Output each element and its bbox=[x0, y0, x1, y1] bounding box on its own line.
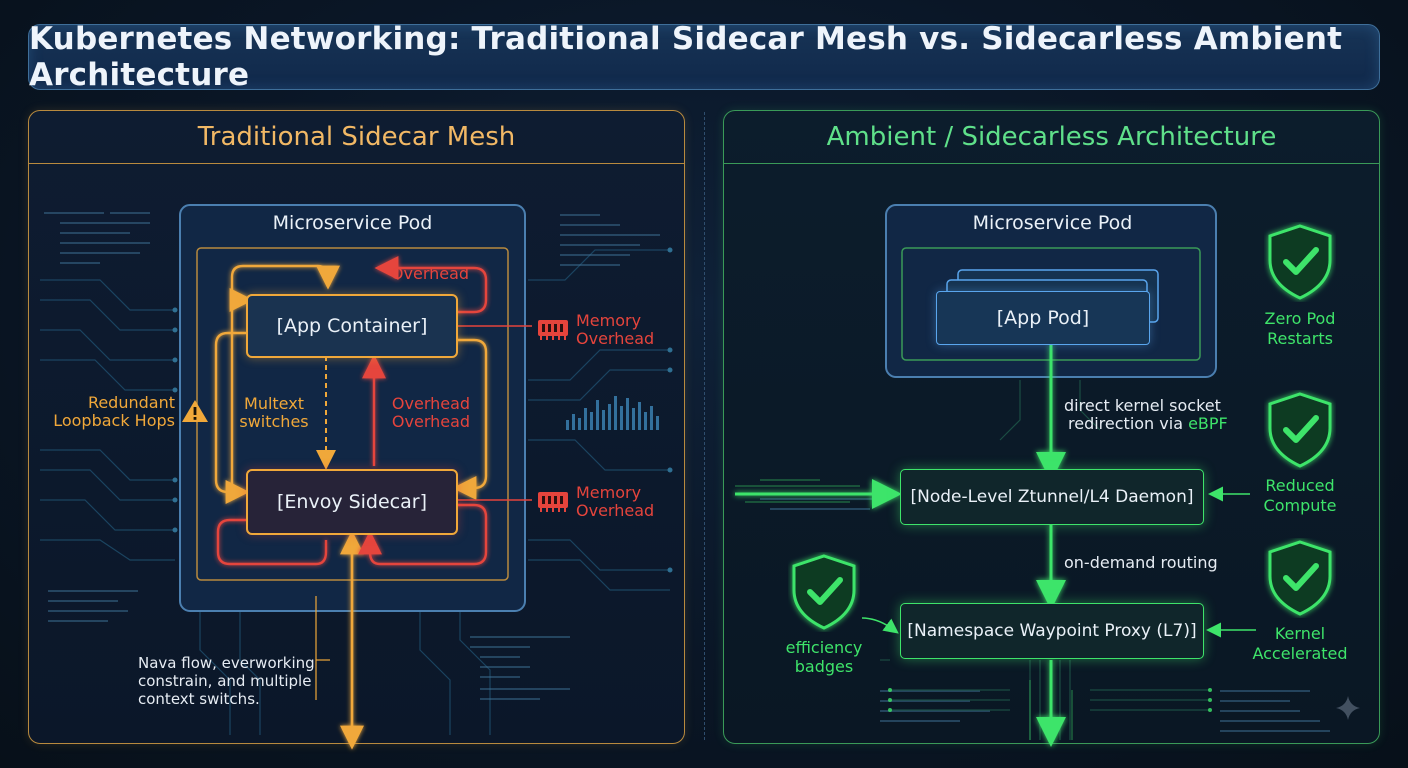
orange-bracket bbox=[315, 596, 330, 700]
badge-efficiency-1: efficiency bbox=[785, 638, 863, 657]
redundant-label-1: Redundant bbox=[87, 393, 175, 412]
overhead-mid-label-1: Overhead bbox=[391, 394, 471, 413]
left-pod-title: Microservice Pod bbox=[272, 212, 433, 234]
badge-kernel-2: Accelerated bbox=[1252, 644, 1348, 663]
overhead-top-label: Overhead bbox=[390, 264, 470, 283]
green-side-arrows bbox=[861, 486, 1256, 638]
right-pod-title: Microservice Pod bbox=[972, 212, 1133, 234]
kernel-note-1: direct kernel socket bbox=[1064, 396, 1221, 415]
page-title: Kubernetes Networking: Traditional Sidec… bbox=[29, 21, 1343, 93]
redundant-label-2: Loopback Hops bbox=[53, 411, 175, 430]
green-dots bbox=[888, 688, 1212, 712]
memory-chip-icon bbox=[536, 486, 570, 514]
app-container-box: [App Container] bbox=[246, 294, 458, 358]
right-panel-heading: Ambient / Sidecarless Architecture bbox=[724, 111, 1379, 164]
shield-check-icon bbox=[1264, 390, 1336, 470]
warning-icon bbox=[180, 398, 210, 424]
flow-note-2: constrain, and multiple bbox=[138, 672, 312, 690]
kernel-note-prefix: redirection via bbox=[1068, 414, 1189, 433]
app-pod-box: [App Pod] bbox=[936, 291, 1150, 345]
memory-bottom-label-2: Overhead bbox=[576, 501, 655, 520]
multext-label-1: Multext bbox=[244, 394, 304, 413]
green-flow-arrows bbox=[735, 345, 1066, 747]
ztunnel-box: [Node-Level Ztunnel/L4 Daemon] bbox=[900, 469, 1204, 525]
multext-label-2: switches bbox=[239, 412, 309, 431]
memory-chip-icon bbox=[536, 314, 570, 342]
memory-top-label-2: Overhead bbox=[576, 329, 655, 348]
flow-note-3: context switchs. bbox=[138, 690, 260, 708]
badge-zero-pod-2: Restarts bbox=[1267, 329, 1333, 348]
sparkle-icon bbox=[1336, 696, 1360, 720]
memory-bottom-label-1: Memory bbox=[576, 483, 642, 502]
routing-note: on-demand routing bbox=[1064, 553, 1218, 572]
badge-efficiency-2: badges bbox=[794, 657, 854, 676]
badge-reduced-2: Compute bbox=[1263, 496, 1337, 515]
panel-divider bbox=[704, 112, 705, 740]
shield-check-icon bbox=[1264, 222, 1336, 302]
memory-top-label-1: Memory bbox=[576, 311, 642, 330]
badge-zero-pod-1: Zero Pod bbox=[1264, 309, 1336, 328]
title-bar: Kubernetes Networking: Traditional Sidec… bbox=[28, 21, 1380, 93]
code-fragments bbox=[44, 212, 1330, 732]
flow-note-1: Nava flow, everworking bbox=[138, 654, 315, 672]
envoy-sidecar-box: [Envoy Sidecar] bbox=[246, 469, 458, 535]
circuit-nodes-left bbox=[172, 247, 673, 573]
glow-streaks bbox=[735, 479, 1073, 740]
ebpf-accent: eBPF bbox=[1188, 414, 1228, 433]
red-overhead-arrows bbox=[216, 256, 488, 566]
shield-check-icon bbox=[788, 552, 860, 632]
badge-kernel-1: Kernel bbox=[1274, 624, 1326, 643]
shield-check-icon bbox=[1264, 538, 1336, 618]
badge-reduced-1: Reduced bbox=[1265, 476, 1335, 495]
orange-flow-arrows bbox=[214, 264, 488, 750]
activity-bars bbox=[566, 396, 659, 430]
kernel-note-2: redirection via eBPF bbox=[1068, 414, 1228, 433]
left-panel-heading: Traditional Sidecar Mesh bbox=[29, 111, 684, 164]
circuit-traces-left bbox=[40, 249, 670, 735]
waypoint-box: [Namespace Waypoint Proxy (L7)] bbox=[900, 603, 1204, 659]
overhead-mid-label-2: Overhead bbox=[391, 412, 471, 431]
